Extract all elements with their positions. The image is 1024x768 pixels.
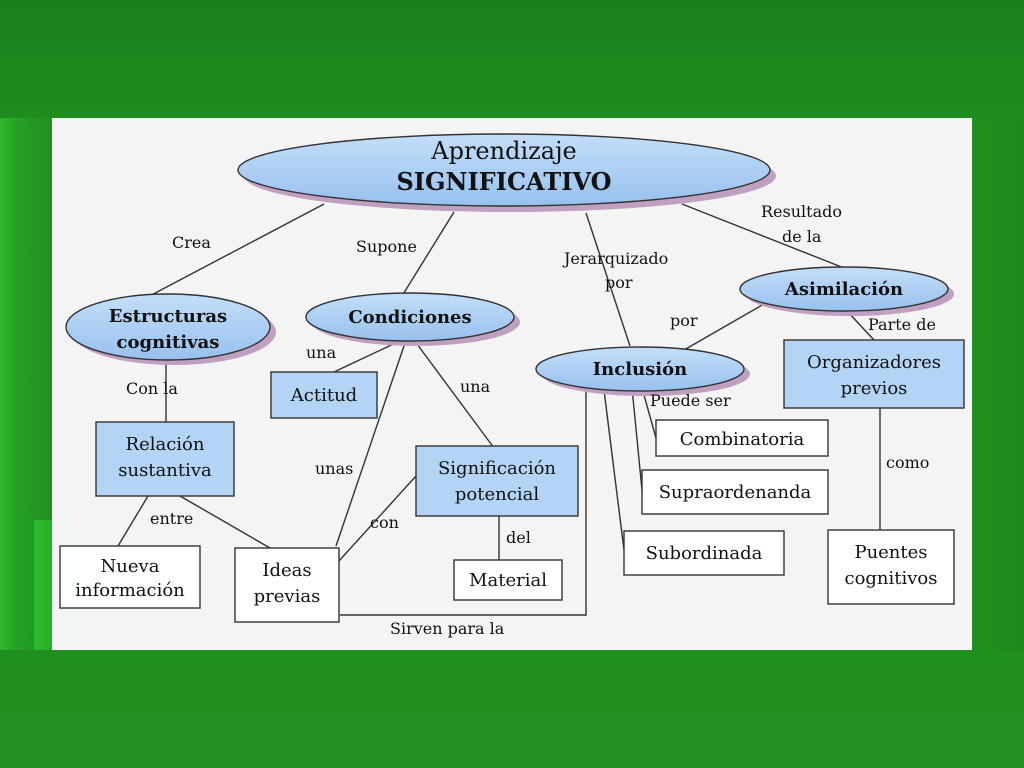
condiciones-label: Condiciones: [348, 307, 471, 328]
link-label-una-significacion: una: [460, 377, 491, 396]
node-condiciones: Condiciones: [305, 292, 520, 346]
link-label-una-actitud: una: [306, 343, 337, 362]
node-estructuras-cognitivas: Estructuras cognitivas: [65, 293, 276, 365]
link-label-entre: entre: [150, 509, 193, 528]
concept-map-panel: Aprendizaje SIGNIFICATIVO Estructuras co…: [52, 118, 972, 650]
link-label-resultado-2: de la: [782, 227, 822, 246]
line-asimilacion-inclusion: [683, 303, 765, 351]
line-inclusion-supraordenanda: [631, 387, 643, 491]
organizadores-line2: previos: [841, 378, 908, 399]
line-relacion-nueva: [117, 495, 149, 547]
background-strip-top: [0, 0, 1024, 118]
root-title-line1: Aprendizaje: [430, 137, 576, 165]
relacion-line1: Relación: [126, 434, 205, 455]
node-nueva-informacion: Nueva información: [59, 545, 201, 609]
line-significacion-ideas: [337, 475, 417, 563]
line-root-inclusion: [585, 212, 631, 347]
node-supraordenanda: Supraordenanda: [641, 469, 829, 515]
line-inclusion-subordinada: [603, 389, 625, 551]
significacion-line2: potencial: [455, 484, 539, 505]
material-label: Material: [469, 570, 547, 591]
estructuras-line2: cognitivas: [117, 332, 220, 353]
node-organizadores-previos: Organizadores previos: [783, 339, 965, 409]
node-material: Material: [453, 559, 563, 601]
inclusion-label: Inclusión: [593, 359, 687, 380]
connector-lines: [117, 203, 881, 616]
node-relacion-sustantiva: Relación sustantiva: [95, 421, 235, 497]
ideas-line2: previas: [254, 586, 321, 607]
root-title-line2: SIGNIFICATIVO: [396, 167, 611, 196]
link-label-por: por: [670, 311, 698, 330]
link-label-parte-de: Parte de: [868, 315, 936, 334]
link-label-puede-ser: Puede ser: [650, 391, 731, 410]
puentes-line1: Puentes: [854, 542, 927, 563]
node-asimilacion: Asimilación: [739, 266, 954, 316]
link-label-jerarquizado-2: por: [605, 273, 633, 292]
node-inclusion: Inclusión: [535, 346, 750, 396]
supraordenanda-label: Supraordenanda: [659, 482, 812, 503]
link-label-sirven-para-la: Sirven para la: [390, 619, 505, 638]
background-strip-bottom: [0, 650, 1024, 768]
link-label-crea: Crea: [172, 233, 211, 252]
link-label-supone: Supone: [356, 237, 417, 256]
puentes-line2: cognitivos: [844, 568, 937, 589]
line-ideas-inclusion: [340, 388, 587, 616]
estructuras-line1: Estructuras: [109, 306, 227, 327]
link-label-con: con: [370, 513, 399, 532]
concept-map: Aprendizaje SIGNIFICATIVO Estructuras co…: [59, 133, 965, 638]
ideas-line1: Ideas: [262, 560, 311, 581]
line-condiciones-actitud: [333, 339, 403, 373]
asimilacion-label: Asimilación: [784, 279, 903, 300]
link-label-unas: unas: [315, 459, 353, 478]
link-label-del: del: [506, 528, 531, 547]
organizadores-line1: Organizadores: [807, 352, 941, 373]
link-label-con-la: Con la: [126, 379, 178, 398]
link-labels: Crea Supone Jerarquizado por Resultado d…: [126, 202, 936, 638]
line-condiciones-significacion: [413, 339, 495, 449]
line-condiciones-ideas: [335, 339, 407, 547]
line-root-asimilacion: [681, 203, 845, 269]
line-inclusion-combinatoria: [641, 387, 657, 439]
relacion-line2: sustantiva: [118, 460, 212, 481]
node-aprendizaje-significativo: Aprendizaje SIGNIFICATIVO: [237, 133, 776, 212]
node-ideas-previas: Ideas previas: [234, 547, 340, 623]
line-relacion-ideas: [179, 495, 271, 549]
line-root-estructuras: [141, 203, 325, 301]
node-combinatoria: Combinatoria: [655, 419, 829, 457]
node-puentes-cognitivos: Puentes cognitivos: [827, 529, 955, 605]
node-actitud: Actitud: [270, 371, 378, 419]
actitud-label: Actitud: [290, 385, 357, 406]
significacion-line1: Significación: [438, 458, 556, 479]
combinatoria-label: Combinatoria: [680, 429, 805, 450]
subordinada-label: Subordinada: [646, 543, 763, 564]
nueva-line2: información: [75, 580, 185, 601]
node-significacion-potencial: Significación potencial: [415, 445, 579, 517]
line-root-condiciones: [401, 211, 455, 297]
link-label-resultado-1: Resultado: [761, 202, 842, 221]
node-subordinada: Subordinada: [623, 530, 785, 576]
link-label-jerarquizado-1: Jerarquizado: [562, 249, 668, 268]
link-label-como: como: [886, 453, 929, 472]
nueva-line1: Nueva: [101, 556, 160, 577]
